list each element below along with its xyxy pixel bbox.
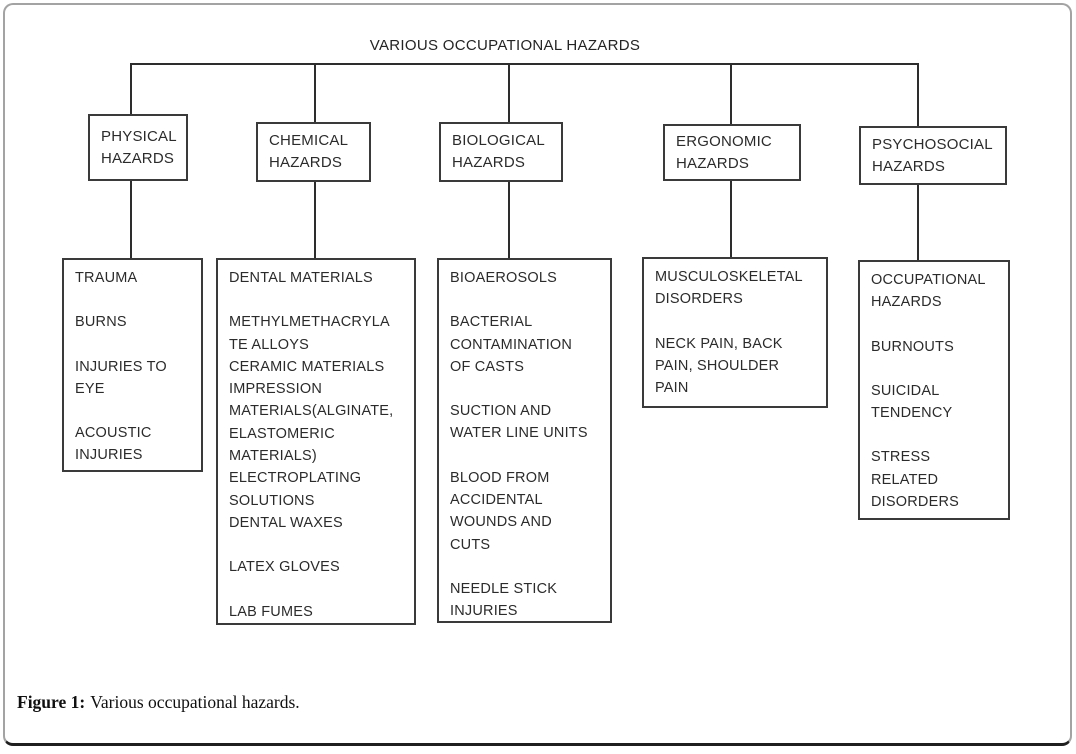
detail-line: ACCIDENTAL	[450, 492, 543, 509]
category-box-biological: BIOLOGICAL HAZARDS	[439, 122, 563, 182]
detail-paragraph: LAB FUMES	[229, 601, 412, 623]
detail-line: DISORDERS	[871, 494, 960, 511]
detail-paragraph: SUCTION AND WATER LINE UNITS	[450, 400, 608, 445]
detail-line: OCCUPATIONAL	[871, 272, 986, 288]
detail-line: CONTAMINATION	[450, 336, 573, 353]
detail-line: TE ALLOYS	[229, 336, 309, 353]
category-label-line: HAZARDS	[101, 149, 175, 167]
detail-paragraph: TRAUMA	[75, 267, 199, 289]
detail-line: OF CASTS	[450, 358, 525, 375]
detail-paragraph: OCCUPATIONAL HAZARDS	[871, 269, 1006, 314]
connector-biological-mid	[508, 182, 510, 258]
detail-line: STRESS	[871, 449, 931, 466]
detail-line: PAIN	[655, 380, 689, 397]
detail-paragraph: NEEDLE STICK INJURIES	[450, 578, 608, 621]
detail-paragraph: BURNOUTS	[871, 336, 1006, 358]
figure-caption-label: Figure 1:	[17, 692, 86, 712]
detail-box-chemical: DENTAL MATERIALS METHYLMETHACRYLA TE ALLOY…	[216, 258, 416, 625]
detail-box-biological: BIOAEROSOLS BACTERIAL CONTAMINATION OF CAST…	[437, 258, 612, 623]
detail-line: HAZARDS	[871, 294, 942, 311]
detail-line: DENTAL WAXES	[229, 514, 343, 531]
category-label-line: HAZARDS	[676, 154, 750, 172]
detail-paragraph: MUSCULOSKELETAL DISORDERS	[655, 266, 824, 311]
figure-caption-text: Various occupational hazards.	[90, 692, 300, 712]
detail-line: NECK PAIN, BACK	[655, 335, 783, 352]
detail-paragraph: BLOOD FROM ACCIDENTAL WOUNDS AND CUTS	[450, 467, 608, 556]
figure-caption: Figure 1:Various occupational hazards.	[17, 692, 300, 713]
detail-paragraph: SUICIDAL TENDENCY	[871, 380, 1006, 425]
detail-paragraph: BACTERIAL CONTAMINATION OF CASTS	[450, 311, 608, 378]
detail-paragraph: INJURIES TO EYE	[75, 356, 199, 401]
detail-line: PAIN, SHOULDER	[655, 357, 780, 374]
connector-chemical-mid	[314, 182, 316, 258]
detail-line: TRAUMA	[75, 270, 138, 286]
detail-box-ergonomic: MUSCULOSKELETAL DISORDERS NECK PAIN, BACK P…	[642, 257, 828, 408]
detail-line: BACTERIAL	[450, 314, 533, 331]
category-label-line: BIOLOGICAL	[452, 132, 545, 149]
detail-line: ACOUSTIC	[75, 425, 152, 442]
detail-line: TENDENCY	[871, 405, 953, 422]
category-label-line: ERGONOMIC	[676, 132, 772, 150]
detail-line: SOLUTIONS	[229, 492, 315, 509]
detail-line: WOUNDS AND	[450, 514, 552, 531]
detail-line: BIOAEROSOLS	[450, 270, 557, 286]
connector-psychosocial-top	[917, 63, 919, 126]
tree-horizontal-connector	[131, 63, 919, 65]
detail-line: INJURIES	[450, 603, 518, 620]
detail-paragraph: BURNS	[75, 311, 199, 333]
detail-line: NEEDLE STICK	[450, 580, 558, 597]
detail-line: BURNS	[75, 314, 127, 331]
detail-line: INJURIES TO	[75, 358, 167, 375]
detail-box-psychosocial: OCCUPATIONAL HAZARDS BURNOUTS SUICIDAL TENDE…	[858, 260, 1010, 520]
category-label-line: HAZARDS	[872, 157, 946, 175]
detail-line: DENTAL MATERIALS	[229, 270, 373, 286]
detail-paragraph: DENTAL MATERIALS	[229, 267, 412, 289]
detail-paragraph: LATEX GLOVES	[229, 556, 412, 578]
connector-ergonomic-top	[730, 63, 732, 124]
detail-line: IMPRESSION	[229, 381, 323, 398]
connector-psychosocial-mid	[917, 185, 919, 260]
connector-chemical-top	[314, 63, 316, 122]
category-box-ergonomic: ERGONOMIC HAZARDS	[663, 124, 801, 181]
category-label-line: PHYSICAL	[101, 127, 177, 145]
category-box-psychosocial: PSYCHOSOCIAL HAZARDS	[859, 126, 1007, 185]
category-box-chemical: CHEMICAL HAZARDS	[256, 122, 371, 182]
detail-paragraph: NECK PAIN, BACK PAIN, SHOULDER PAIN	[655, 333, 824, 400]
detail-line: INJURIES	[75, 447, 143, 464]
detail-line: LATEX GLOVES	[229, 559, 340, 576]
detail-line: SUCTION AND	[450, 403, 552, 420]
detail-box-physical: TRAUMA BURNS INJURIES TO EYE ACOUSTIC INJURIE…	[62, 258, 203, 472]
detail-line: BLOOD FROM	[450, 469, 550, 486]
connector-ergonomic-mid	[730, 181, 732, 257]
detail-line: EYE	[75, 380, 105, 397]
detail-line: MUSCULOSKELETAL	[655, 269, 803, 285]
detail-line: ELASTOMERIC	[229, 425, 335, 442]
detail-line: WATER LINE UNITS	[450, 425, 588, 442]
detail-line: MATERIALS(ALGINATE,	[229, 403, 394, 420]
connector-physical-top	[130, 63, 132, 114]
detail-paragraph: BIOAEROSOLS	[450, 267, 608, 289]
detail-paragraph: ACOUSTIC INJURIES	[75, 422, 199, 467]
detail-line: CERAMIC MATERIALS	[229, 358, 385, 375]
detail-line: CUTS	[450, 536, 491, 553]
category-box-physical: PHYSICAL HAZARDS	[88, 114, 188, 181]
detail-paragraph: METHYLMETHACRYLA TE ALLOYS CERAMIC MATERIA…	[229, 311, 412, 534]
category-label-line: HAZARDS	[269, 154, 343, 171]
category-label-line: HAZARDS	[452, 154, 526, 171]
detail-line: BURNOUTS	[871, 338, 954, 355]
detail-line: DISORDERS	[655, 291, 744, 308]
detail-line: MATERIALS)	[229, 448, 317, 465]
detail-line: ELECTROPLATING	[229, 470, 362, 487]
detail-line: SUICIDAL	[871, 382, 940, 399]
detail-line: METHYLMETHACRYLA	[229, 314, 390, 331]
detail-paragraph: STRESS RELATED DISORDERS	[871, 446, 1006, 513]
category-label-line: PSYCHOSOCIAL	[872, 135, 993, 153]
detail-line: LAB FUMES	[229, 603, 313, 620]
category-label-line: CHEMICAL	[269, 132, 349, 149]
connector-biological-top	[508, 63, 510, 122]
diagram-title: VARIOUS OCCUPATIONAL HAZARDS	[369, 37, 641, 54]
detail-line: RELATED	[871, 471, 939, 488]
connector-physical-mid	[130, 181, 132, 258]
